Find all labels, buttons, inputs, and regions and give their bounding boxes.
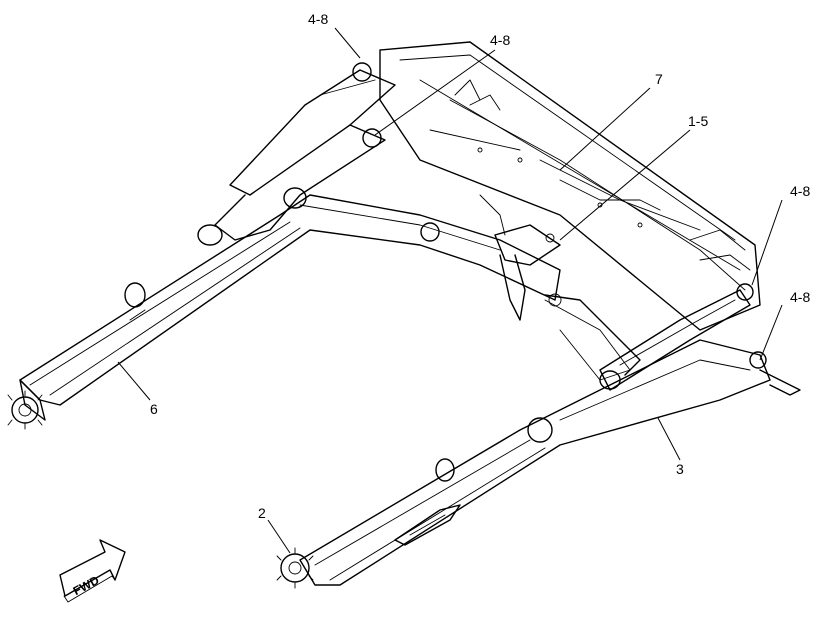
callout-4-8-mid: 4-8 (490, 32, 510, 48)
callout-4-8-right-upper: 4-8 (790, 183, 810, 199)
callout-3: 3 (676, 461, 684, 477)
callout-7: 7 (655, 71, 663, 87)
callout-4-8-top: 4-8 (308, 11, 328, 27)
callout-6: 6 (150, 401, 158, 417)
callout-1-5: 1-5 (688, 113, 708, 129)
callout-2: 2 (258, 505, 266, 521)
arm-left-6 (7, 187, 561, 430)
callout-labels: 4-8 4-8 7 1-5 4-8 4-8 6 3 2 (150, 11, 810, 521)
frame-deck (379, 41, 761, 331)
fwd-arrow-icon: FWD (59, 539, 126, 603)
callout-4-8-right-lower: 4-8 (790, 289, 810, 305)
arm-right-3 (276, 339, 801, 589)
fwd-label: FWD (71, 573, 102, 598)
upper-boom-right (599, 283, 767, 391)
leader-lines (117, 27, 783, 554)
center-linkage (479, 194, 641, 381)
upper-boom-left (197, 62, 396, 246)
